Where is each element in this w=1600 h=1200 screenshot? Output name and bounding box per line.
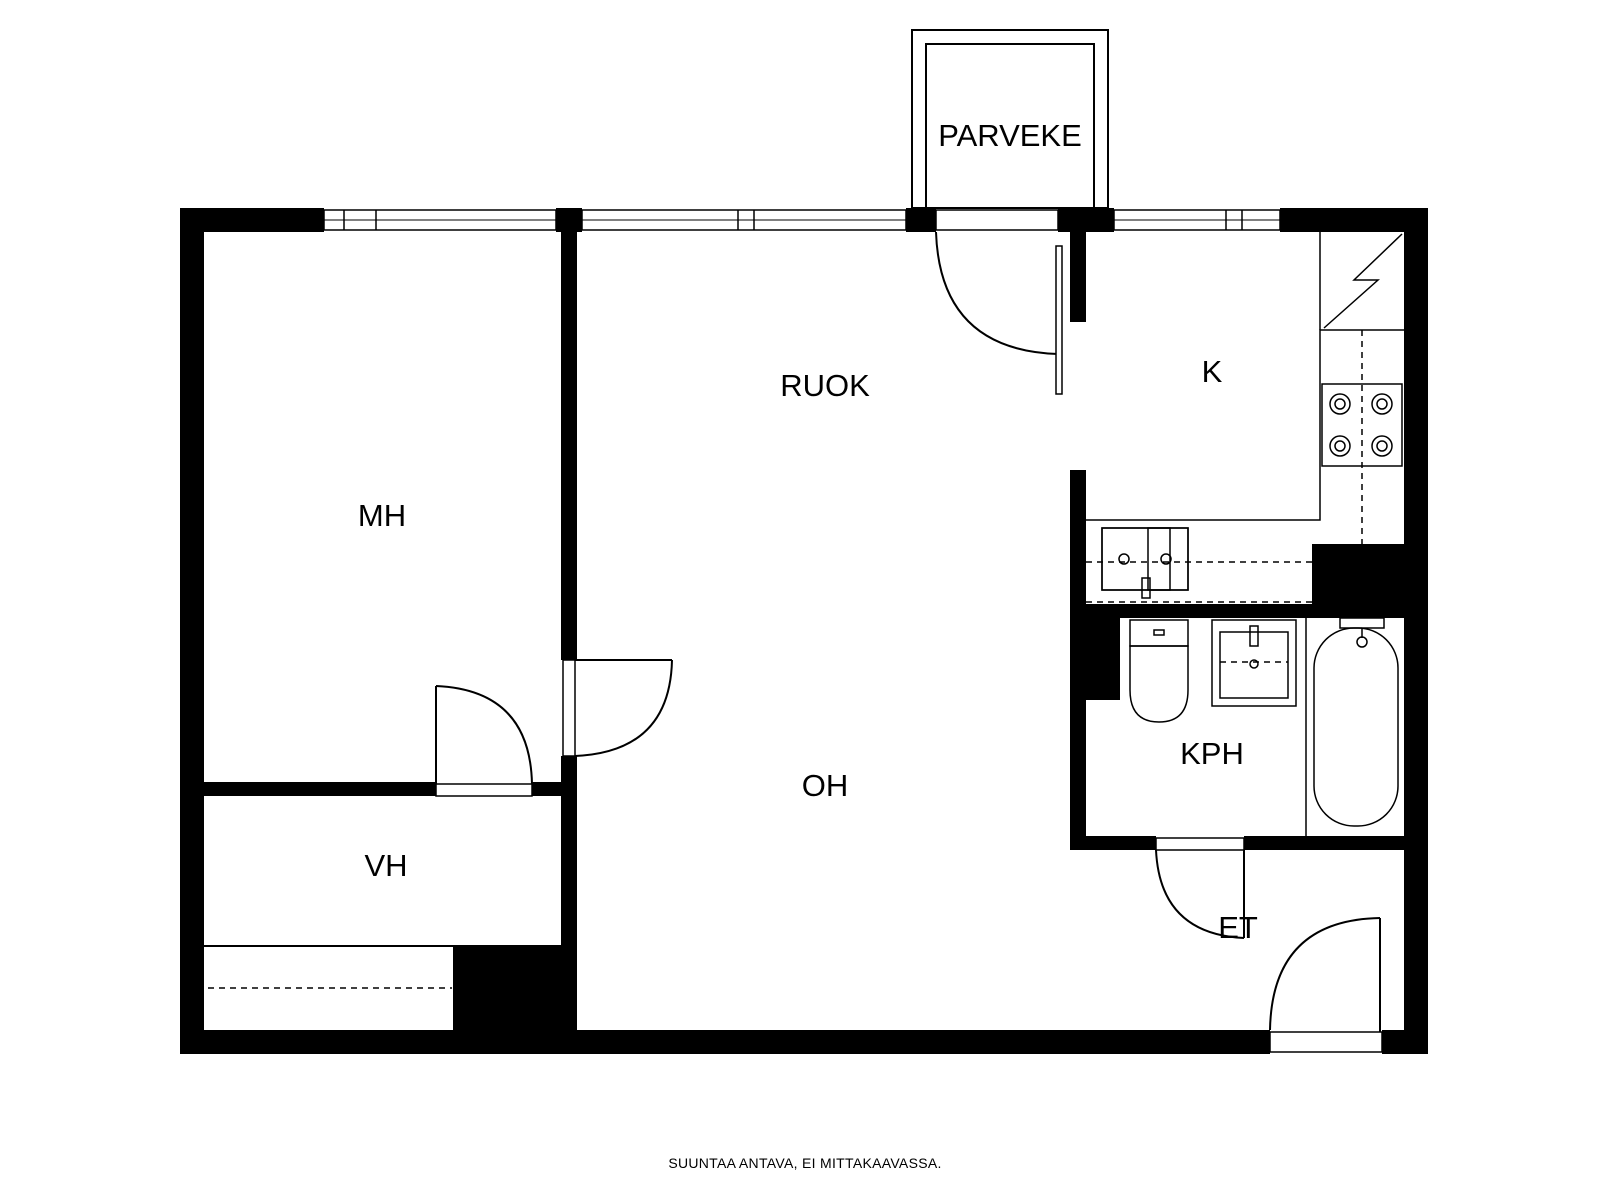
room-label-dining: RUOK — [780, 368, 870, 403]
room-label-balcony: PARVEKE — [938, 118, 1082, 153]
room-label-wardrobe: VH — [364, 848, 407, 883]
room-label-bedroom: MH — [358, 498, 406, 533]
bathroom-fixtures — [1129, 617, 1399, 836]
room-label-kitchen: K — [1202, 354, 1223, 389]
room-label-hall: ET — [1218, 910, 1258, 945]
outer-walls — [180, 208, 1428, 1054]
wardrobe-fixtures — [204, 945, 561, 1030]
doors — [435, 231, 1383, 1053]
footer-note: SUUNTAA ANTAVA, EI MITTAKAAVASSA. — [668, 1155, 941, 1171]
windows — [323, 209, 1281, 231]
room-label-living: OH — [802, 768, 849, 803]
interior-walls — [204, 230, 1428, 1054]
kitchen-fixtures — [1086, 232, 1404, 603]
balcony — [911, 29, 1109, 209]
room-label-bathroom: KPH — [1180, 736, 1244, 771]
